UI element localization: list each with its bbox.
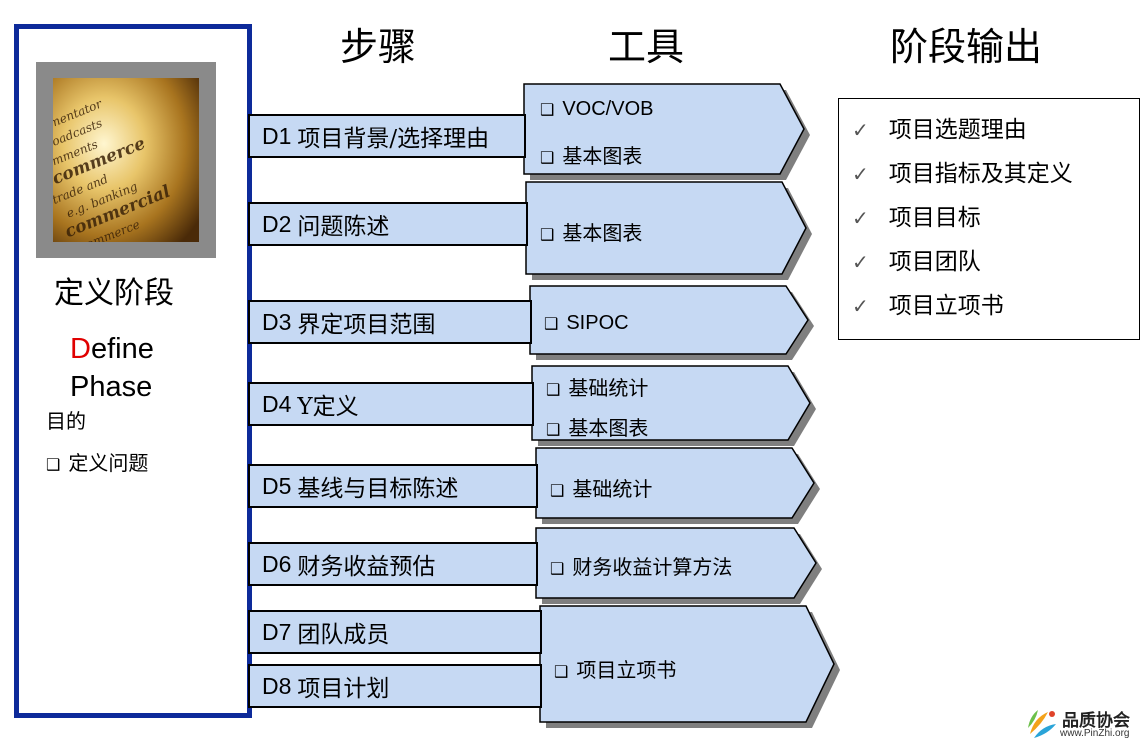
phase-title: 定义阶段 (54, 276, 174, 311)
check-icon: ✓ (852, 162, 869, 186)
photo-image: commentatorbroadcastscommentscommercetra… (53, 78, 199, 242)
check-icon: ✓ (852, 206, 869, 230)
output-item: ✓项目目标 (852, 205, 981, 231)
output-item: ✓项目团队 (852, 249, 981, 275)
tool-item: ❑基础统计 (546, 376, 649, 400)
step-code: D6 (262, 550, 292, 577)
step-label: 问题陈述 (297, 214, 390, 240)
tool-arrow-4 (531, 365, 811, 441)
step-label: 财务收益预估 (297, 554, 436, 580)
tool-item: ❑基础统计 (550, 477, 653, 501)
header-output: 阶段输出 (890, 25, 1043, 69)
output-item: ✓项目选题理由 (852, 117, 1027, 143)
checkbox-icon: ❑ (540, 225, 555, 244)
step-code: D4 (262, 390, 292, 417)
check-icon: ✓ (852, 294, 869, 318)
checkbox-icon: ❑ (550, 481, 565, 500)
step-label: 界定项目范围 (297, 312, 436, 338)
checkbox-icon: ❑ (554, 662, 569, 681)
tool-item: ❑基本图表 (540, 144, 643, 168)
checkbox-icon: ❑ (46, 455, 61, 474)
step-code: D2 (262, 210, 292, 237)
tool-item: ❑基本图表 (546, 416, 649, 440)
purpose-item-text: 定义问题 (68, 451, 149, 475)
logo-url: www.PinZhi.org (1060, 728, 1130, 739)
step-code: D8 (262, 672, 292, 699)
purpose-label: 目的 (46, 409, 86, 433)
step-label: Y定义 (297, 394, 359, 420)
check-icon: ✓ (852, 118, 869, 142)
phase-english-title: Define Phase (70, 330, 154, 406)
header-tools: 工具 (608, 25, 685, 69)
tool-item: ❑财务收益计算方法 (550, 555, 733, 579)
step-label: 项目计划 (297, 676, 390, 702)
tool-arrow-2 (525, 181, 807, 275)
output-box (838, 98, 1140, 340)
phase-en-first-letter: D (70, 333, 91, 365)
tool-item: ❑项目立项书 (554, 658, 677, 682)
output-item: ✓项目指标及其定义 (852, 161, 1073, 187)
step-code: D3 (262, 308, 292, 335)
step-label: 团队成员 (297, 622, 390, 648)
step-code: D7 (262, 618, 292, 645)
phase-en-rest: efine (90, 333, 154, 365)
tool-item: ❑VOC/VOB (540, 98, 654, 120)
tool-item: ❑SIPOC (544, 312, 629, 334)
output-item: ✓项目立项书 (852, 293, 1004, 319)
step-code: D5 (262, 472, 292, 499)
step-label: 项目背景/选择理由 (297, 126, 490, 152)
purpose-item: ❑ 定义问题 (46, 447, 148, 476)
pinzhi-logo-icon (1028, 710, 1056, 738)
tool-arrow-1 (523, 83, 805, 175)
header-steps: 步骤 (340, 25, 417, 69)
check-icon: ✓ (852, 250, 869, 274)
phase-en-line2: Phase (70, 371, 153, 403)
checkbox-icon: ❑ (546, 380, 561, 399)
tool-arrow-6 (535, 527, 817, 599)
step-code: D1 (262, 122, 292, 149)
checkbox-icon: ❑ (540, 148, 555, 167)
step-label: 基线与目标陈述 (297, 476, 459, 502)
checkbox-icon: ❑ (550, 559, 565, 578)
tool-item: ❑基本图表 (540, 221, 643, 245)
checkbox-icon: ❑ (546, 420, 561, 439)
logo-name: 品质协会 (1062, 711, 1130, 731)
checkbox-icon: ❑ (544, 314, 559, 333)
checkbox-icon: ❑ (540, 100, 555, 119)
